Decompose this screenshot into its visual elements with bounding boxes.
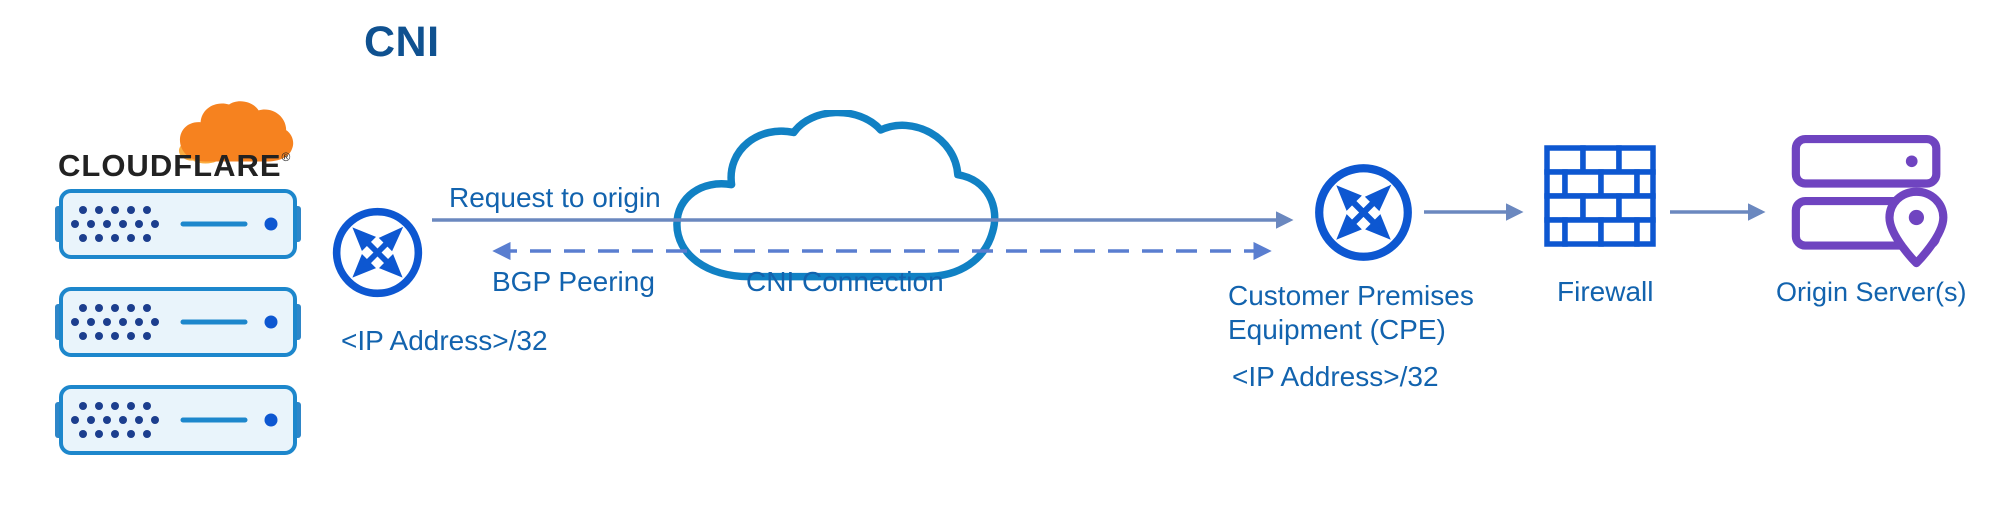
- firewall-icon: [1544, 145, 1656, 247]
- cpe-label: Customer Premises Equipment (CPE): [1228, 279, 1474, 347]
- registered-mark: ®: [281, 150, 291, 164]
- request-to-origin-label: Request to origin: [449, 182, 661, 213]
- cloudflare-logo: CLOUDFLARE ®: [58, 148, 290, 184]
- cni-cloud-icon: [673, 110, 999, 281]
- cni-connection-label: CNI Connection: [746, 266, 944, 297]
- cloudflare-server-icon: [53, 286, 303, 359]
- location-pin-icon: [1885, 187, 1948, 268]
- cpe-ip-label: <IP Address>/32: [1232, 361, 1439, 392]
- cloudflare-server-icon: [53, 384, 303, 457]
- bgp-peering-label: BGP Peering: [492, 266, 655, 297]
- cloudflare-wordmark: CLOUDFLARE: [58, 148, 282, 183]
- cpe-label-line1: Customer Premises: [1228, 280, 1474, 311]
- origin-server-label: Origin Server(s): [1776, 277, 1967, 307]
- cloudflare-server-icon: [53, 188, 303, 261]
- cpe-router-icon: [1312, 161, 1415, 264]
- firewall-label: Firewall: [1557, 276, 1654, 307]
- cloudflare-logo-cloud-icon: [178, 101, 294, 164]
- diagram-title: CNI: [364, 18, 440, 66]
- cloudflare-router-icon: [330, 205, 425, 300]
- cpe-label-line2: Equipment (CPE): [1228, 314, 1446, 345]
- origin-server-icon: [1791, 134, 1948, 268]
- cloudflare-router-ip-label: <IP Address>/32: [341, 325, 548, 356]
